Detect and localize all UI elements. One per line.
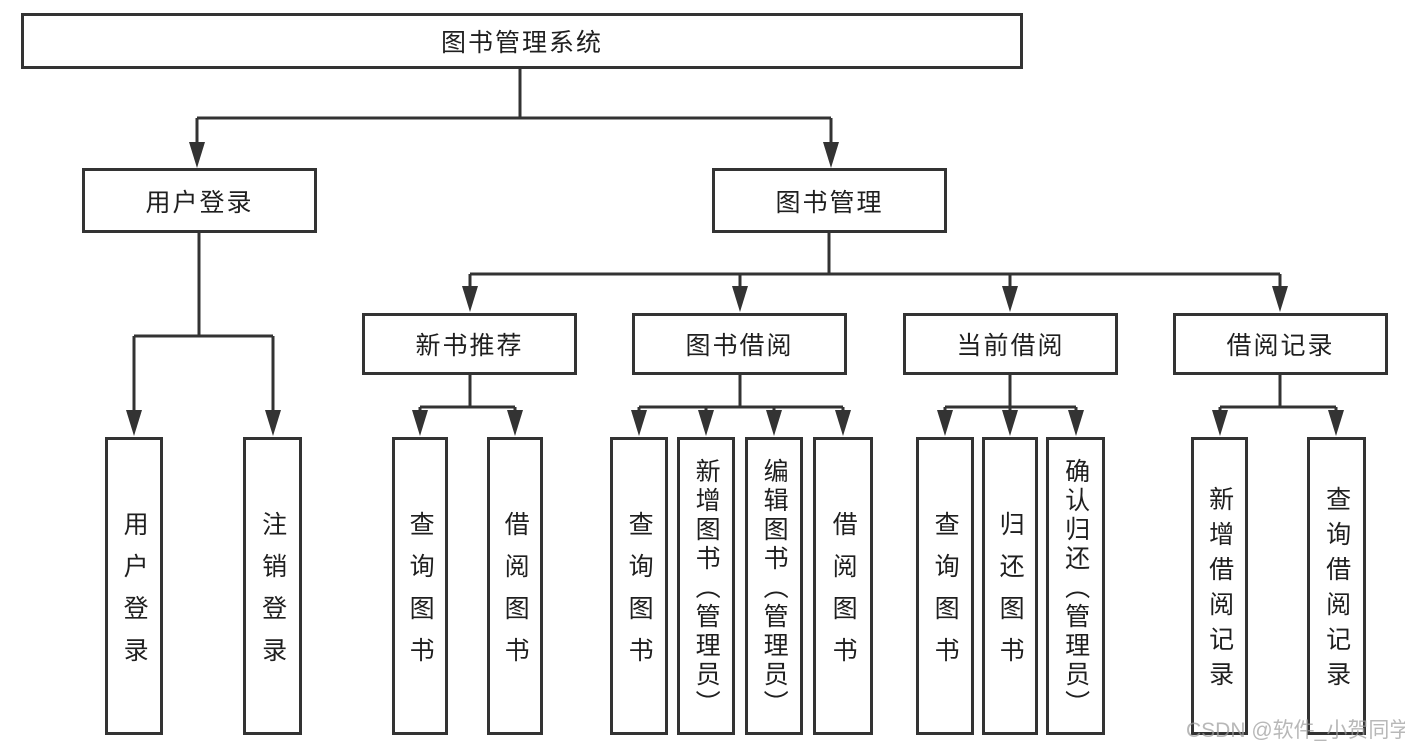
node-label: 查询借阅记录: [1322, 486, 1351, 696]
leaf-add-book-admin: 新增图书（管理员）: [677, 437, 735, 735]
node-label: 图书管理系统: [440, 29, 603, 57]
csdn-watermark: CSDN @软件_小贺同学: [1186, 719, 1405, 742]
leaf-return-book: 归还图书: [982, 437, 1038, 735]
node-label: 用户登录: [145, 188, 254, 217]
leaf-query-books-borrow: 查询图书: [610, 437, 668, 735]
leaf-query-books-current: 查询图书: [916, 437, 974, 735]
node-label: 归还图书: [996, 510, 1025, 679]
node-label: 新书推荐: [415, 332, 524, 360]
node-library-management-system: 图书管理系统: [21, 13, 1023, 69]
node-label: 新增借阅记录: [1205, 486, 1234, 696]
node-new-book-recommend: 新书推荐: [362, 313, 577, 375]
node-label: 借阅记录: [1226, 332, 1335, 360]
node-book-borrow: 图书借阅: [632, 313, 847, 375]
node-label: 确认归还（管理员）: [1061, 457, 1090, 719]
node-label: 当前借阅: [956, 332, 1065, 360]
leaf-query-books-recommend: 查询图书: [392, 437, 448, 735]
leaf-borrow-books: 借阅图书: [813, 437, 873, 735]
node-label: 新增图书（管理员）: [692, 457, 721, 719]
node-user-login: 用户登录: [82, 168, 317, 233]
node-label: 编辑图书（管理员）: [760, 457, 789, 719]
node-label: 用户登录: [120, 510, 149, 679]
leaf-logout-login: 注销登录: [243, 437, 302, 735]
arrowhead-icons: [126, 142, 1344, 436]
leaf-user-login: 用户登录: [105, 437, 163, 735]
leaf-borrow-books-recommend: 借阅图书: [487, 437, 543, 735]
leaf-edit-book-admin: 编辑图书（管理员）: [745, 437, 803, 735]
leaf-query-borrow-record: 查询借阅记录: [1307, 437, 1366, 735]
node-label: 借阅图书: [501, 510, 530, 679]
node-book-management: 图书管理: [712, 168, 947, 233]
node-label: 查询图书: [406, 510, 435, 679]
node-label: 注销登录: [258, 510, 287, 679]
node-label: 图书管理: [775, 188, 884, 217]
node-current-borrow: 当前借阅: [903, 313, 1118, 375]
node-borrow-records: 借阅记录: [1173, 313, 1388, 375]
node-label: 图书借阅: [685, 332, 794, 360]
node-label: 借阅图书: [829, 510, 858, 679]
node-label: 查询图书: [931, 510, 960, 679]
leaf-add-borrow-record: 新增借阅记录: [1191, 437, 1248, 735]
node-label: 查询图书: [625, 510, 654, 679]
leaf-confirm-return-admin: 确认归还（管理员）: [1046, 437, 1105, 735]
